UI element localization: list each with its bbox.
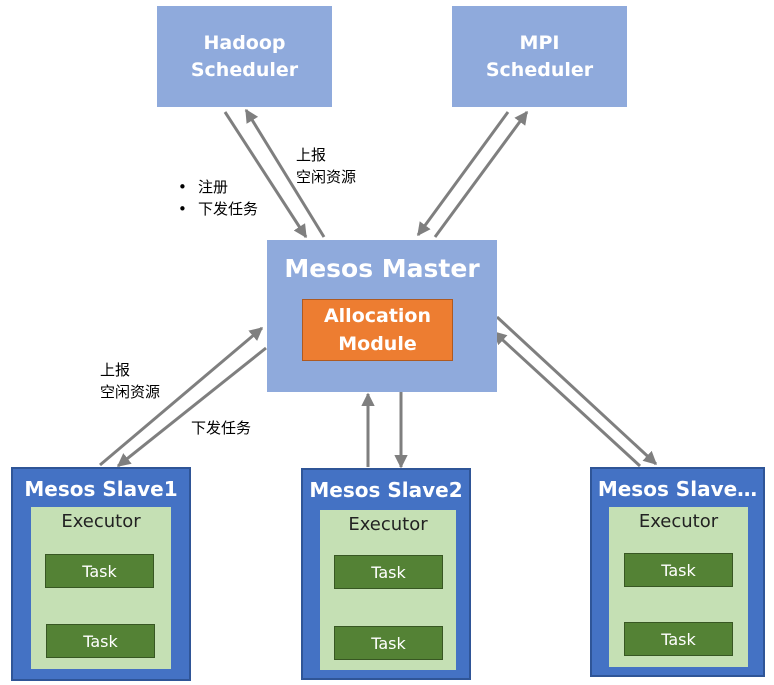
mpi-scheduler-box: MPI Scheduler <box>452 6 627 107</box>
arrow-master-to-slave1 <box>116 346 267 468</box>
arrow-slave3-to-master <box>492 330 642 468</box>
mesos-slave-box: Mesos Slave… Executor Task Task <box>590 467 765 677</box>
register-label: 注册 <box>198 178 229 196</box>
arrow-slave1-to-master <box>99 326 264 467</box>
allocation-module-box: Allocation Module <box>302 299 453 361</box>
task-box: Task <box>334 555 443 589</box>
mesos-slave-title: Mesos Slave… <box>597 477 758 501</box>
hadoop-scheduler-label: Hadoop Scheduler <box>190 31 299 81</box>
allocation-module-label: Allocation Module <box>323 305 432 355</box>
arrow-mpi-to-master <box>416 111 510 237</box>
mpi-scheduler-label: MPI Scheduler <box>485 31 594 81</box>
executor-label: Executor <box>638 511 719 532</box>
task-box: Task <box>45 554 154 588</box>
executor-label: Executor <box>348 514 428 535</box>
task-box: Task <box>624 553 733 587</box>
report-idle-resources-label: 上报 空闲资源 <box>296 146 357 186</box>
mesos-slave-box: Mesos Slave1 Executor Task Task <box>11 467 191 681</box>
arrow-hadoop-to-master <box>223 111 308 239</box>
mesos-slave-box: Mesos Slave2 Executor Task Task <box>301 468 471 680</box>
task-box: Task <box>46 624 155 658</box>
mesos-master-box: Mesos Master Allocation Module <box>267 240 497 392</box>
bullet-dot: • <box>178 200 187 218</box>
arrow-master-to-hadoop <box>244 108 326 238</box>
arrow-master-to-mpi <box>433 110 529 238</box>
task-box: Task <box>624 622 733 656</box>
mesos-master-title: Mesos Master <box>284 254 480 283</box>
report-idle-resources-label: 上报 空闲资源 <box>100 361 161 401</box>
executor-label: Executor <box>61 511 141 532</box>
executor-box: Executor Task Task <box>31 507 171 669</box>
dispatch-tasks-label: 下发任务 <box>198 200 259 218</box>
task-box: Task <box>334 626 443 660</box>
bullet-dot: • <box>178 178 187 196</box>
mesos-slave-title: Mesos Slave2 <box>309 478 463 502</box>
mesos-slave-title: Mesos Slave1 <box>24 477 178 501</box>
arrow-master-to-slave3 <box>495 315 658 466</box>
dispatch-tasks-label: 下发任务 <box>191 419 252 437</box>
hadoop-scheduler-box: Hadoop Scheduler <box>157 6 332 107</box>
executor-box: Executor Task Task <box>320 510 456 670</box>
executor-box: Executor Task Task <box>609 507 748 667</box>
